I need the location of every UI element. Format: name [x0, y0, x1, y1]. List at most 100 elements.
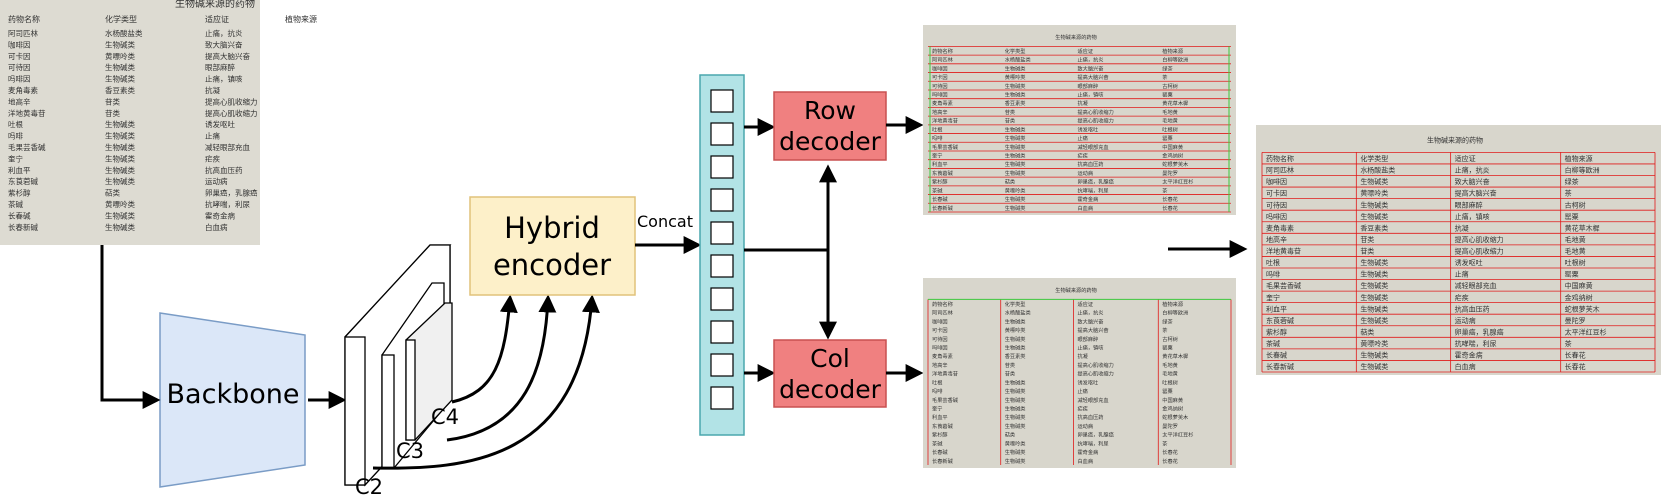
input-cell: 毛果芸香碱 — [8, 142, 46, 152]
doc-cell: 苷类 — [1005, 108, 1015, 116]
doc-header-cell: 植物来源 — [1162, 300, 1184, 308]
doc-cell: 止痛，镇咳 — [1077, 91, 1103, 99]
input-cell: 咖啡因 — [8, 39, 31, 49]
input-cell: 可卡因 — [8, 51, 31, 61]
doc-cell: 止痛，抗炎 — [1077, 56, 1103, 64]
doc-cell: 长春花 — [1162, 204, 1178, 212]
input-cell: 吗啡因 — [8, 74, 31, 84]
doc-cell: 茶碱 — [1266, 339, 1280, 348]
doc-cell: 生物碱类 — [1360, 304, 1388, 313]
doc-cell: 黄嘌呤类 — [1005, 326, 1026, 334]
doc-cell: 香豆素类 — [1005, 99, 1026, 107]
doc-cell: 黄嘌呤类 — [1360, 189, 1388, 198]
doc-cell: 生物碱类 — [1360, 362, 1388, 371]
row-decoder-line2: decoder — [779, 127, 882, 156]
encoder-label-line1: Hybrid — [504, 211, 600, 245]
input-cell: 洋地黄毒苷 — [8, 108, 46, 118]
doc-cell: 提高心肌收缩力 — [1455, 247, 1504, 256]
doc-cell: 罂粟 — [1162, 388, 1172, 395]
doc-cell: 生物碱类 — [1005, 387, 1026, 395]
input-cell: 提高心肌收缩力 — [205, 96, 258, 106]
backbone-label: Backbone — [167, 379, 300, 410]
doc-cell: 疟疾 — [1455, 293, 1469, 302]
doc-cell: 毛果芸香碱 — [932, 143, 959, 151]
doc-cell: 罂粟 — [1565, 271, 1579, 279]
doc-cell: 生物碱类 — [1005, 143, 1026, 151]
doc-cell: 中国麻黄 — [1565, 281, 1593, 290]
doc-cell: 吗啡因 — [932, 344, 948, 352]
doc-cell: 眼部麻醉 — [1455, 200, 1483, 209]
doc-cell: 生物碱类 — [1005, 134, 1026, 142]
doc-cell: 吐根 — [932, 125, 942, 133]
doc-cell: 减轻眼部充血 — [1455, 281, 1497, 290]
doc-cell: 止痛，抗炎 — [1455, 166, 1490, 175]
doc-cell: 生物碱类 — [1005, 195, 1026, 203]
doc-cell: 抗凝 — [1455, 223, 1469, 232]
input-cell: 生物碱类 — [105, 153, 135, 163]
doc-cell: 长春碱 — [932, 448, 948, 456]
doc-cell: 止痛，镇咳 — [1077, 344, 1103, 352]
token-cell — [710, 353, 734, 377]
doc-cell: 太平洋红豆杉 — [1565, 327, 1607, 336]
doc-title: 生物碱来源的药物 — [1427, 136, 1483, 145]
doc-cell: 生物碱类 — [1005, 396, 1026, 404]
doc-cell: 古柯树 — [1565, 200, 1586, 209]
doc-cell: 生物碱类 — [1005, 160, 1026, 168]
doc-cell: 卵巢癌，乳腺癌 — [1077, 178, 1113, 186]
doc-cell: 阿司匹林 — [1266, 166, 1294, 175]
input-cell: 生物碱类 — [105, 131, 135, 141]
doc-cell: 白柳等欧洲 — [1162, 309, 1188, 317]
doc-cell: 毛地黄 — [1162, 370, 1178, 378]
doc-cell: 长春花 — [1565, 362, 1586, 371]
doc-cell: 绿茶 — [1565, 177, 1579, 186]
doc-cell: 运动病 — [1455, 316, 1476, 325]
final-paper — [1256, 125, 1661, 375]
doc-cell: 吗啡因 — [1266, 212, 1287, 221]
doc-cell: 提高心肌收缩力 — [1077, 361, 1113, 369]
doc-cell: 利血平 — [1266, 304, 1287, 313]
col-decoder-line1: Col — [810, 344, 850, 373]
doc-header-cell: 植物来源 — [1162, 47, 1184, 55]
row-decoder-box — [773, 91, 887, 161]
input-cell: 生物碱类 — [105, 165, 135, 175]
doc-header-cell: 适应证 — [1077, 300, 1093, 308]
input-cell: 东莨菪碱 — [8, 176, 38, 186]
doc-cell: 吗啡 — [1266, 270, 1280, 279]
doc-cell: 长春碱 — [1266, 351, 1287, 360]
doc-cell: 生物碱类 — [1005, 422, 1026, 430]
doc-cell: 抗高血压药 — [1455, 304, 1490, 313]
concat-label: Concat — [637, 212, 693, 231]
input-cell: 阿司匹林 — [8, 28, 38, 38]
input-cell: 提高心肌收缩力 — [205, 108, 258, 118]
doc-cell: 金鸡纳树 — [1162, 405, 1183, 413]
input-paper — [0, 0, 260, 245]
c4-label: C4 — [431, 405, 459, 429]
doc-cell: 黄嘌呤类 — [1005, 73, 1026, 81]
input-cell: 疟疾 — [205, 153, 220, 163]
doc-cell: 黄花草木樨 — [1162, 99, 1188, 107]
input-cell: 长春新碱 — [8, 222, 38, 232]
final-table-image: 生物碱来源的药物药物名称化学类型适应证植物来源阿司匹林水杨酸盐类止痛，抗炎白柳等… — [1256, 125, 1661, 375]
doc-cell: 茶 — [1162, 326, 1168, 334]
doc-header-cell: 植物来源 — [1565, 154, 1593, 163]
doc-cell: 致大脑兴奋 — [1077, 317, 1103, 325]
doc-cell: 提高心肌收缩力 — [1077, 370, 1113, 378]
doc-cell: 蛇根萝芙木 — [1565, 304, 1600, 313]
doc-cell: 黄花草木樨 — [1565, 223, 1600, 232]
doc-header-cell: 化学类型 — [1005, 47, 1026, 55]
doc-cell: 吗啡 — [932, 134, 942, 142]
doc-cell: 可卡因 — [1266, 189, 1287, 198]
doc-cell: 抗凝 — [1077, 352, 1088, 360]
doc-cell: 白血病 — [1455, 362, 1476, 371]
row-decoder-block: Row decoder — [773, 91, 887, 161]
doc-cell: 黄花草木樨 — [1162, 352, 1188, 360]
input-cell: 黄嘌呤类 — [105, 51, 135, 61]
input-header-cell: 适应证 — [205, 14, 229, 24]
doc-cell: 提高心肌收缩力 — [1077, 117, 1113, 125]
input-cell: 可待因 — [8, 62, 31, 72]
doc-cell: 吗啡因 — [932, 91, 948, 99]
doc-cell: 罂粟 — [1162, 345, 1172, 352]
doc-cell: 茶 — [1565, 339, 1572, 348]
token-cell — [710, 221, 734, 245]
doc-cell: 毛果芸香碱 — [1266, 281, 1301, 290]
